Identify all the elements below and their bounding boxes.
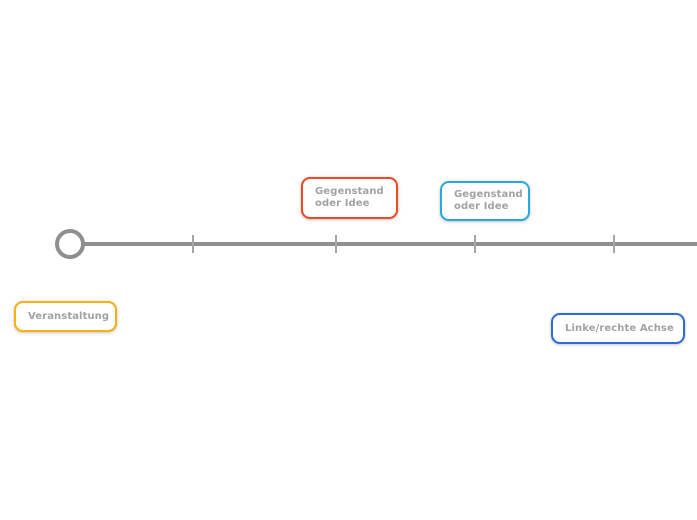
node-label: Gegenstand oder Idee xyxy=(454,189,523,212)
timeline-axis-line[interactable] xyxy=(84,242,697,246)
node-topic-blue[interactable]: Gegenstand oder Idee xyxy=(440,181,530,221)
node-label: Linke/rechte Achse xyxy=(565,322,674,334)
timeline-tick xyxy=(335,235,337,253)
timeline-tick xyxy=(474,235,476,253)
timeline-origin-circle[interactable] xyxy=(55,229,85,259)
node-axis-label[interactable]: Linke/rechte Achse xyxy=(551,313,685,344)
node-event-veranstaltung[interactable]: Veranstaltung xyxy=(14,301,117,332)
timeline-tick xyxy=(613,235,615,253)
timeline-tick xyxy=(192,235,194,253)
node-label: Gegenstand oder Idee xyxy=(315,186,384,209)
node-topic-red[interactable]: Gegenstand oder Idee xyxy=(301,177,398,219)
node-label: Veranstaltung xyxy=(28,310,110,322)
